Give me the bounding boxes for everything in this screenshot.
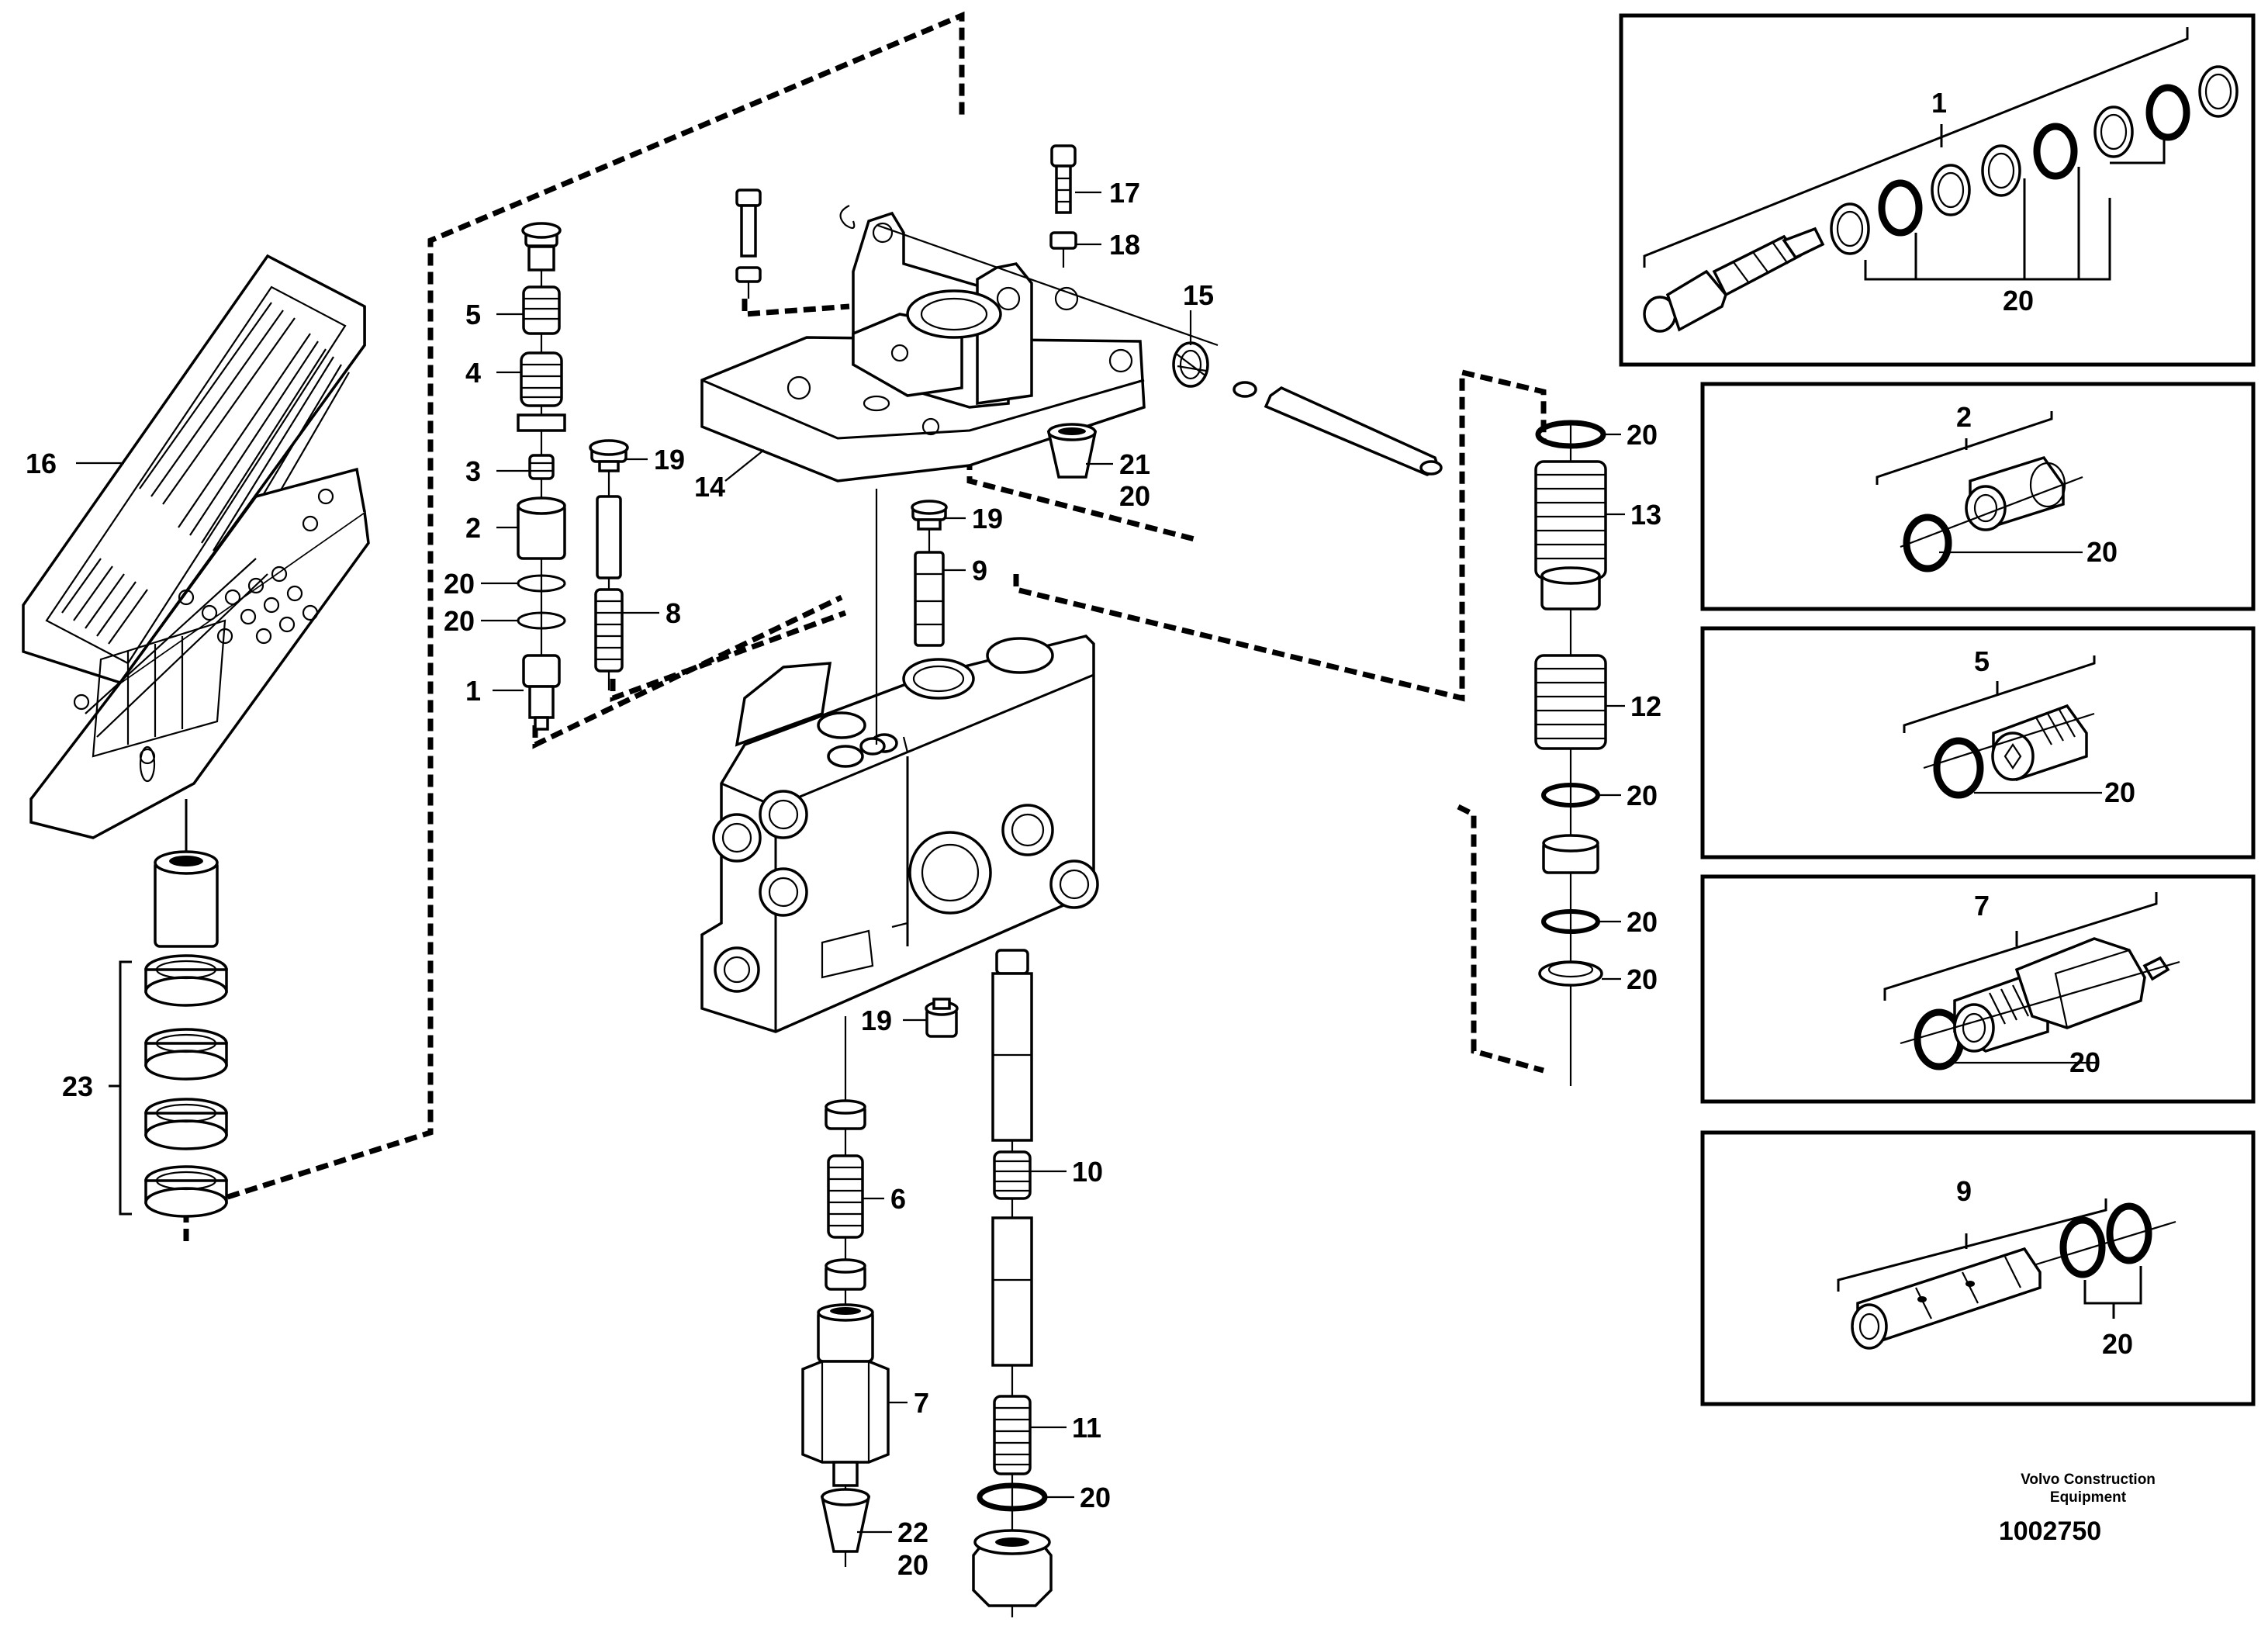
label-20-d: 20 <box>897 1549 928 1581</box>
label-18: 18 <box>1109 229 1140 261</box>
label-20-g: 20 <box>1627 780 1658 811</box>
label-13: 13 <box>1630 499 1661 531</box>
plug-21 <box>1046 423 1098 479</box>
label-6: 6 <box>890 1183 906 1215</box>
pedal-holes <box>178 488 334 645</box>
label-5: 5 <box>465 299 481 330</box>
label-2: 2 <box>465 512 481 544</box>
maker-line-1: Volvo Construction <box>2021 1472 2156 1488</box>
bolt-17 <box>1049 144 1077 268</box>
pivot-pin <box>1264 386 1443 476</box>
part-labels: 16 5 4 3 2 20 20 1 19 8 14 19 9 17 18 15… <box>26 177 1661 1581</box>
detail-box-5: 5 20 <box>1700 626 2256 859</box>
detail-1-spool <box>1643 227 1825 333</box>
label-10: 10 <box>1072 1156 1103 1188</box>
diagram-reference: 1002750 <box>1999 1517 2101 1546</box>
label-21: 21 <box>1119 448 1150 480</box>
label-1: 1 <box>465 675 481 707</box>
detail-1-title: 1 <box>1931 87 1947 119</box>
label-12: 12 <box>1630 690 1661 722</box>
valve-stack-9 <box>911 500 948 647</box>
detail-box-2: 2 20 <box>1700 382 2256 611</box>
detail-7-seal: 20 <box>2069 1046 2100 1078</box>
bottom-stack-10-11 <box>972 949 1053 1617</box>
bottom-stack-7 <box>801 1016 890 1567</box>
label-15: 15 <box>1183 279 1214 311</box>
label-19-a: 19 <box>654 444 685 476</box>
detail-box-7: 7 20 <box>1700 874 2256 1104</box>
detail-2-title: 2 <box>1956 401 1972 433</box>
cover-plate <box>700 211 1219 482</box>
label-20-i: 20 <box>1627 963 1658 995</box>
label-8: 8 <box>666 597 681 629</box>
leader-lines <box>76 191 1625 1534</box>
label-4: 4 <box>465 357 481 389</box>
label-23-bracket <box>109 960 132 1216</box>
label-22: 22 <box>897 1517 928 1548</box>
valve-stack-8 <box>589 439 629 690</box>
label-19-b: 19 <box>972 503 1003 534</box>
pedal-ring-stack <box>144 954 228 1218</box>
detail-9-seal: 20 <box>2102 1328 2133 1360</box>
detail-box-1: 1 20 <box>1619 13 2256 367</box>
valve-body <box>700 489 1099 1033</box>
split-ring <box>839 205 856 230</box>
detail-5-title: 5 <box>1974 645 1990 677</box>
maker-line-2: Equipment <box>2050 1489 2127 1506</box>
label-20-a: 20 <box>444 568 475 600</box>
footer: Volvo Construction Equipment 1002750 <box>1999 1472 2156 1546</box>
detail-2-seal: 20 <box>2086 536 2118 568</box>
label-11: 11 <box>1072 1412 1101 1444</box>
label-16: 16 <box>26 448 57 479</box>
label-23: 23 <box>62 1070 93 1102</box>
plug-19-lower <box>925 998 959 1038</box>
label-14: 14 <box>694 471 725 503</box>
torsion-spring <box>1172 341 1257 398</box>
pedal-bushing <box>154 850 219 948</box>
assembly-dashed-lines <box>183 11 1547 1241</box>
label-3: 3 <box>465 455 481 487</box>
detail-box-9: 9 20 <box>1700 1130 2256 1406</box>
detail-1-seal: 20 <box>2003 285 2034 316</box>
label-20-h: 20 <box>1627 906 1658 938</box>
bolt-left <box>735 188 762 299</box>
pedal-assembly <box>22 254 370 861</box>
detail-7-title: 7 <box>1974 890 1990 922</box>
detail-5-seal: 20 <box>2104 776 2135 808</box>
label-20-f: 20 <box>1627 419 1658 451</box>
pedal-grip-ribs <box>61 302 350 645</box>
label-20-b: 20 <box>444 605 475 637</box>
label-9: 9 <box>972 555 987 586</box>
label-7: 7 <box>914 1387 929 1419</box>
right-stack-12-13 <box>1534 420 1607 1086</box>
label-20-e: 20 <box>1080 1482 1111 1513</box>
left-valve-stack <box>517 222 566 731</box>
label-20-c: 20 <box>1119 480 1150 512</box>
detail-9-title: 9 <box>1956 1175 1972 1207</box>
label-19-c: 19 <box>861 1005 892 1036</box>
label-17: 17 <box>1109 177 1140 209</box>
